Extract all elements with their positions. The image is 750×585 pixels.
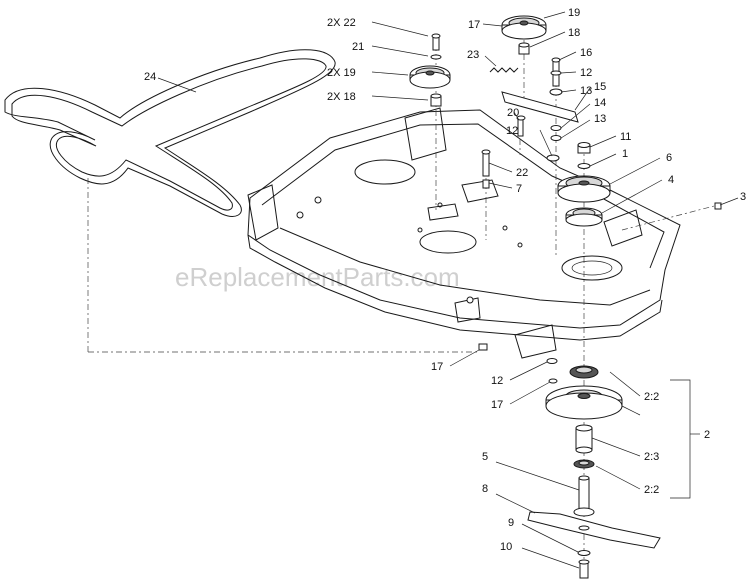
callout-14: 14: [594, 97, 606, 109]
spindle-pulley-group: [557, 142, 611, 227]
mower-deck: [247, 107, 681, 359]
callout-12-low: 12: [491, 375, 503, 387]
callout-2-2-upper: 2:2: [644, 391, 659, 403]
callout-24: 24: [144, 71, 156, 83]
leader-lines: [157, 11, 739, 569]
callout-2-2-lower: 2:2: [644, 484, 659, 496]
callout-21: 21: [352, 41, 364, 53]
callout-6: 6: [666, 152, 672, 164]
callout-2: 2: [704, 429, 710, 441]
callout-22: 22: [516, 167, 528, 179]
callout-10: 10: [500, 541, 512, 553]
axis-lines: [87, 40, 719, 572]
idler-pulley-stack-right: [489, 15, 579, 162]
idler-pulley-stack-left: [409, 33, 451, 107]
callout-7: 7: [516, 183, 522, 195]
callout-12-mid: 12: [506, 125, 518, 137]
callout-17-top: 17: [468, 19, 480, 31]
callout-9: 9: [508, 517, 514, 529]
callout-5: 5: [482, 451, 488, 463]
callout-19: 19: [568, 7, 580, 19]
deck-fasteners: [478, 149, 722, 351]
callout-11: 11: [620, 131, 631, 143]
callout-12-top: 12: [580, 67, 592, 79]
callout-13-top: 13: [580, 85, 592, 97]
callout-17-mid: 17: [431, 361, 443, 373]
callout-labels: 2X 22 21 2X 19 2X 18 17 19 18 23 16 12 2…: [144, 7, 746, 553]
drive-belt: [4, 49, 336, 217]
callout-2x19: 2X 19: [327, 67, 356, 79]
watermark: eReplacementParts.com: [175, 262, 460, 292]
callout-13-mid: 13: [594, 113, 606, 125]
callout-17-low: 17: [491, 399, 503, 411]
mower-blade: [527, 511, 661, 579]
callout-18: 18: [568, 27, 580, 39]
callout-1: 1: [622, 148, 628, 160]
callout-4: 4: [668, 174, 674, 186]
callout-8: 8: [482, 483, 488, 495]
callout-2x18: 2X 18: [327, 91, 356, 103]
callout-16: 16: [580, 47, 592, 59]
callout-3: 3: [740, 191, 746, 203]
callout-2x22: 2X 22: [327, 17, 356, 29]
callout-20: 20: [507, 107, 519, 119]
callout-15: 15: [594, 81, 606, 93]
spindle-assembly: [545, 358, 623, 517]
callout-23: 23: [467, 49, 479, 61]
callout-2-3: 2:3: [644, 451, 659, 463]
